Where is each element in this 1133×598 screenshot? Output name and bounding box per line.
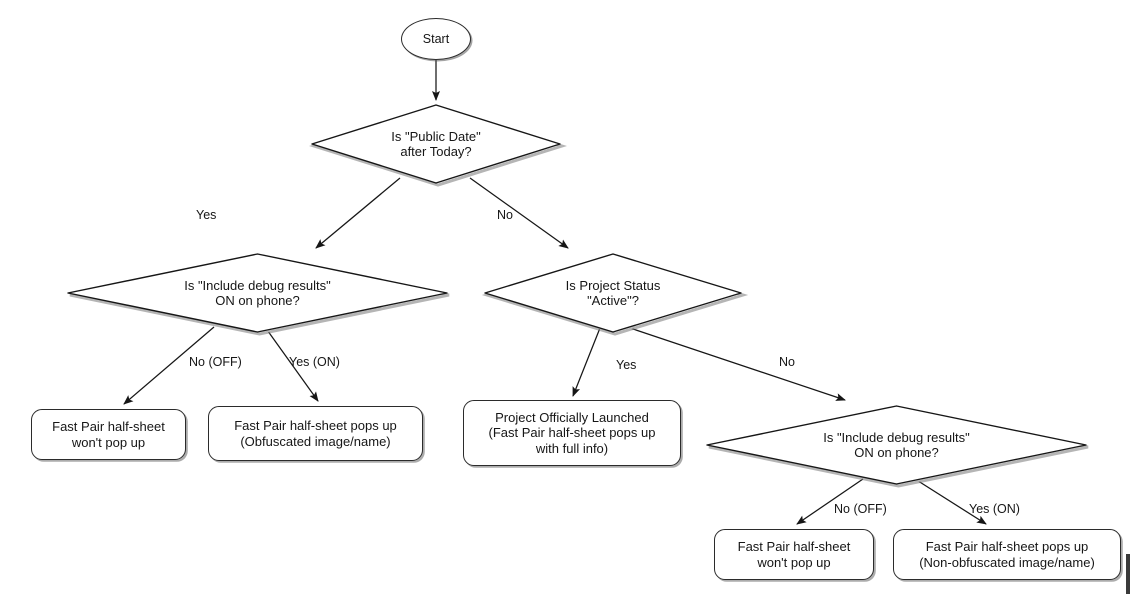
node-result-right-off[interactable]: Fast Pair half-sheet won't pop up (714, 529, 874, 580)
e-project-status-no-label: No (779, 355, 795, 369)
node-result-left-off[interactable]: Fast Pair half-sheet won't pop up (31, 409, 186, 460)
node-question-project-status[interactable]: Is Project Status "Active"? (481, 253, 749, 336)
node-result-project-launched[interactable]: Project Officially Launched (Fast Pair h… (463, 400, 681, 466)
e-debug-right-no-label: No (OFF) (834, 502, 887, 516)
diamond-outline (706, 405, 1089, 488)
e-debug-left-no-label: No (OFF) (189, 355, 242, 369)
node-question-include-debug-right[interactable]: Is "Include debug results" ON on phone? (706, 405, 1089, 488)
page-edge-artifact (1126, 554, 1130, 594)
node-result-right-off-label: Fast Pair half-sheet won't pop up (737, 539, 851, 570)
node-question-public-date[interactable]: Is "Public Date" after Today? (309, 104, 567, 187)
diamond-outline (481, 253, 749, 336)
e-debug-left-yes-label: Yes (ON) (289, 355, 340, 369)
node-start[interactable]: Start (401, 18, 471, 60)
node-result-left-on-label: Fast Pair half-sheet pops up (Obfuscated… (234, 418, 397, 449)
node-start-label: Start (422, 31, 450, 46)
e-project-status-yes-label: Yes (616, 358, 637, 372)
node-result-right-on-label: Fast Pair half-sheet pops up (Non-obfusc… (919, 539, 1095, 570)
node-question-include-debug-left[interactable]: Is "Include debug results" ON on phone? (67, 253, 450, 336)
diamond-outline (67, 253, 450, 336)
node-result-project-launched-label: Project Officially Launched (Fast Pair h… (488, 410, 656, 456)
e-project-status-yes (572, 327, 601, 397)
e-public-date-no (469, 177, 569, 249)
e-public-date-no-label: No (497, 208, 513, 222)
node-question-include-debug-left-label: Is "Include debug results" ON on phone? (184, 277, 331, 308)
node-question-public-date-label: Is "Public Date" after Today? (391, 128, 481, 159)
node-question-project-status-label: Is Project Status "Active"? (565, 277, 661, 308)
e-project-status-no (629, 327, 846, 401)
e-debug-right-yes-label: Yes (ON) (969, 502, 1020, 516)
node-result-right-on[interactable]: Fast Pair half-sheet pops up (Non-obfusc… (893, 529, 1121, 580)
e-public-date-yes-label: Yes (196, 208, 217, 222)
node-result-left-on[interactable]: Fast Pair half-sheet pops up (Obfuscated… (208, 406, 423, 461)
diamond-outline (309, 104, 567, 187)
node-question-include-debug-right-label: Is "Include debug results" ON on phone? (823, 429, 970, 460)
node-result-left-off-label: Fast Pair half-sheet won't pop up (52, 419, 165, 450)
e-public-date-yes (315, 177, 401, 249)
